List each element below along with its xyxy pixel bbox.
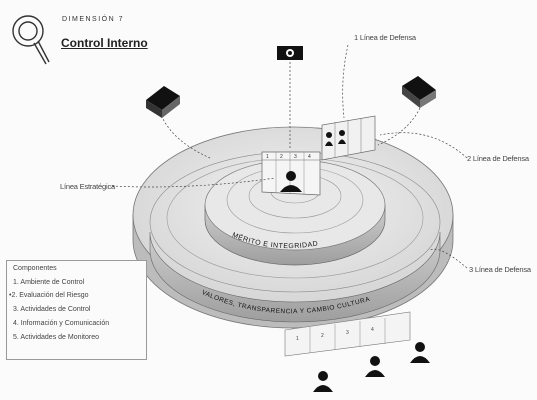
strategic-line-label: Línea Estratégica: [60, 182, 115, 191]
person-icon: [313, 371, 333, 392]
inner-disk: [204, 159, 386, 266]
line-2-label: 2 Línea de Defensa: [467, 154, 529, 163]
lower-panel-number-3: 3: [346, 330, 349, 336]
camera-icon: [277, 46, 303, 60]
connector-lines: [111, 44, 468, 269]
central-panel-number-3: 3: [294, 154, 297, 160]
lower-panel-number-2: 2: [321, 333, 324, 339]
component-item: 5. Actividades de Monitoreo: [13, 334, 99, 341]
components-title: Componentes: [13, 265, 57, 272]
central-panel-number-2: 2: [280, 154, 283, 160]
component-item: •2. Evaluación del Riesgo: [9, 292, 89, 299]
lower-panels: 1 2 3 4: [284, 311, 411, 357]
line-3-label: 3 Línea de Defensa: [469, 265, 531, 274]
dimension-label: DIMENSIÓN 7: [62, 16, 125, 23]
magnifier-icon: [12, 15, 50, 65]
line-1-label: 1 Línea de Defensa: [354, 33, 416, 42]
outer-disk: [132, 126, 454, 329]
person-icon: [365, 356, 385, 377]
central-panel-number-4: 4: [308, 154, 311, 160]
component-item: 4. Información y Comunicación: [13, 320, 110, 327]
component-item: 1. Ambiente de Control: [13, 279, 85, 286]
page-title: Control Interno: [61, 36, 148, 50]
central-panel-number-1: 1: [266, 154, 269, 160]
lower-panel-number-4: 4: [371, 327, 374, 333]
lower-panel-number-1: 1: [296, 336, 299, 342]
component-item: 3. Actividades de Control: [13, 306, 91, 313]
components-legend: Componentes 1. Ambiente de Control •2. E…: [6, 260, 147, 360]
person-icon: [280, 171, 302, 192]
book-icon: [402, 76, 436, 108]
person-icon: [410, 342, 430, 363]
book-icon: [146, 86, 180, 118]
first-line-panel: [321, 115, 376, 161]
